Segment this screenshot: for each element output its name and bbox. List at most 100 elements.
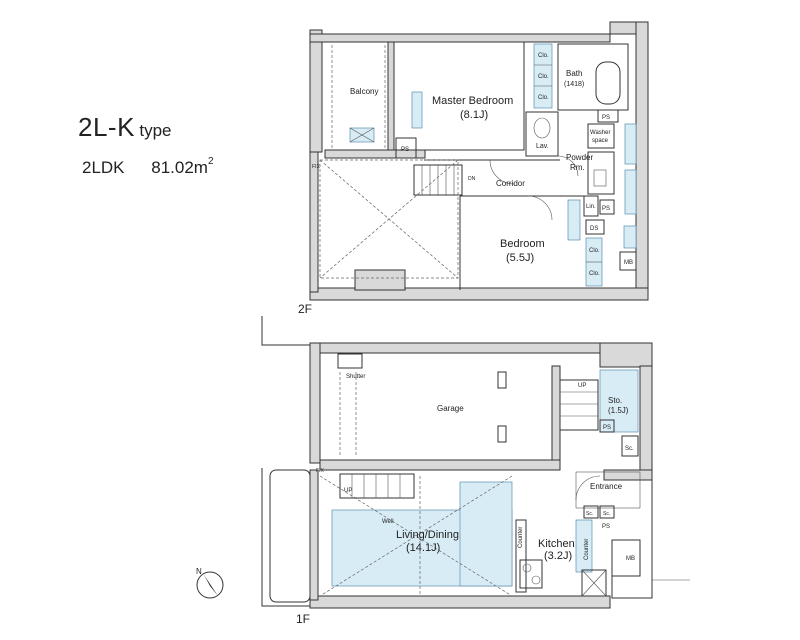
label-sc-entrance-2: Sc.	[603, 511, 610, 517]
label-living-size: (14.1J)	[406, 542, 440, 554]
closet-master	[533, 43, 553, 109]
ps-box-2f-lin	[599, 199, 615, 215]
garage-post-top	[497, 371, 507, 389]
label-clo-5: Clo.	[589, 271, 600, 277]
label-ds: DS	[590, 226, 598, 232]
label-clo-2: Clo.	[538, 74, 549, 80]
label-powder-rm: Rm.	[570, 163, 585, 172]
type-suffix: type	[139, 121, 172, 140]
sc-box-entrance-1	[583, 505, 599, 519]
wall-2f-left-top	[309, 29, 323, 153]
area-label: 81.02m2	[151, 156, 213, 177]
wall-2f-bottom	[309, 287, 649, 301]
wall-2f-left-bottom	[309, 151, 319, 293]
label-sto-size: (1.5J)	[608, 406, 629, 415]
label-clo-4: Clo.	[589, 248, 600, 254]
shutter-box	[337, 353, 363, 369]
wall-1f-left-top	[309, 342, 321, 464]
plan-type-title: 2L-K type	[78, 112, 172, 143]
site-line-1f	[261, 316, 310, 346]
label-master-bedroom: Master Bedroom	[432, 95, 513, 107]
storage-room	[599, 369, 639, 433]
ds-box	[585, 219, 605, 235]
compass-north-label: N	[196, 567, 202, 576]
entrance-floor	[575, 471, 641, 509]
sc-box-storage	[621, 435, 639, 457]
wall-1f-right-bottom	[611, 480, 653, 599]
label-up-living: UP	[344, 488, 352, 494]
window-bedroom	[567, 199, 581, 241]
garage-post-bottom	[497, 425, 507, 443]
label-bedroom: Bedroom	[500, 238, 545, 250]
label-dn: DN	[468, 176, 476, 182]
label-sto: Sto.	[608, 396, 622, 405]
label-bath-size: (1418)	[564, 81, 584, 88]
fridge-space	[581, 569, 607, 597]
mb-box-1f	[611, 539, 641, 577]
label-up-entrance: UP	[578, 383, 586, 389]
plan-2f: Balcony Master Bedroom (8.1J) Clo. Clo. …	[309, 21, 649, 301]
balcony-unit-x2	[349, 127, 375, 143]
label-ps-balcony: PS	[401, 147, 409, 153]
mb-box-2f	[619, 251, 637, 271]
label-clo-3: Clo.	[538, 95, 549, 101]
label-bath: Bath	[566, 69, 582, 78]
door-arc-bedroom	[527, 195, 553, 221]
powder-room-outline	[587, 151, 615, 195]
ps-box-2f-balcony	[395, 137, 417, 159]
wall-2f-top	[309, 33, 611, 43]
label-ps-storage: PS	[603, 425, 611, 431]
terrace-outline	[269, 469, 311, 603]
label-kitchen-size: (3.2J)	[544, 550, 572, 562]
label-mb-1f: MB	[626, 556, 635, 562]
label-lav: Lav.	[536, 143, 549, 150]
terrace-line	[261, 468, 310, 607]
floor-label-1f: 1F	[296, 612, 311, 626]
label-master-bedroom-size: (8.1J)	[460, 109, 488, 121]
label-ps-lin: PS	[602, 206, 610, 212]
void-x2	[319, 159, 459, 279]
label-kitchen: Kitchen	[538, 538, 575, 550]
label-mb-2f: MB	[624, 260, 633, 266]
label-washer: Washer	[590, 130, 610, 136]
label-lin: Lin.	[586, 204, 596, 210]
burner-1	[522, 563, 532, 573]
wall-2f-right	[635, 21, 649, 301]
washer-box	[587, 123, 615, 149]
wall-entrance-top	[603, 469, 653, 481]
bath-outline	[557, 43, 629, 111]
wall-1f-left-bottom	[309, 469, 319, 601]
plan-1f: Garage Shutter UP Sto. (1.5J) PS Sc. Ent…	[261, 316, 690, 609]
window-right-1	[624, 123, 637, 165]
lav-basin	[533, 117, 551, 139]
well-void-right	[459, 481, 513, 587]
door-arc-entrance	[575, 475, 601, 501]
fridge-x2	[581, 569, 607, 597]
label-living: Living/Dining	[396, 529, 459, 541]
wall-1f-right-top	[639, 365, 653, 471]
label-entrance: Entrance	[590, 482, 623, 491]
wall-1f-bottom	[309, 595, 611, 609]
label-sc-entrance-1: Sc.	[586, 511, 593, 517]
void-2f	[319, 159, 459, 279]
label-balcony: Balcony	[350, 87, 378, 96]
label-sc-storage: Sc.	[625, 446, 634, 452]
kitchen-counter-left	[515, 519, 527, 593]
label-well: Well	[382, 519, 394, 525]
floor-label-2f: 2F	[298, 302, 313, 316]
window-master	[411, 91, 423, 129]
label-counter-right: Counter	[584, 539, 590, 560]
area-value: 81.02m	[151, 158, 208, 177]
wall-2f-bottom-notch	[354, 269, 406, 291]
stair-1f-living	[339, 473, 415, 499]
label-ps-entrance: PS	[602, 524, 610, 530]
label-clo-1: Clo.	[538, 53, 549, 59]
wall-garage-bottom	[319, 459, 561, 471]
label-counter-left: Counter	[518, 527, 524, 548]
window-right-3	[623, 225, 637, 249]
label-fix-2f: FIX	[312, 164, 320, 170]
wall-1f-top-right	[599, 342, 653, 368]
compass-ring	[196, 571, 224, 599]
plan-summary: 2LDK 81.02m2	[82, 156, 214, 178]
ps-box-bath	[597, 109, 619, 123]
